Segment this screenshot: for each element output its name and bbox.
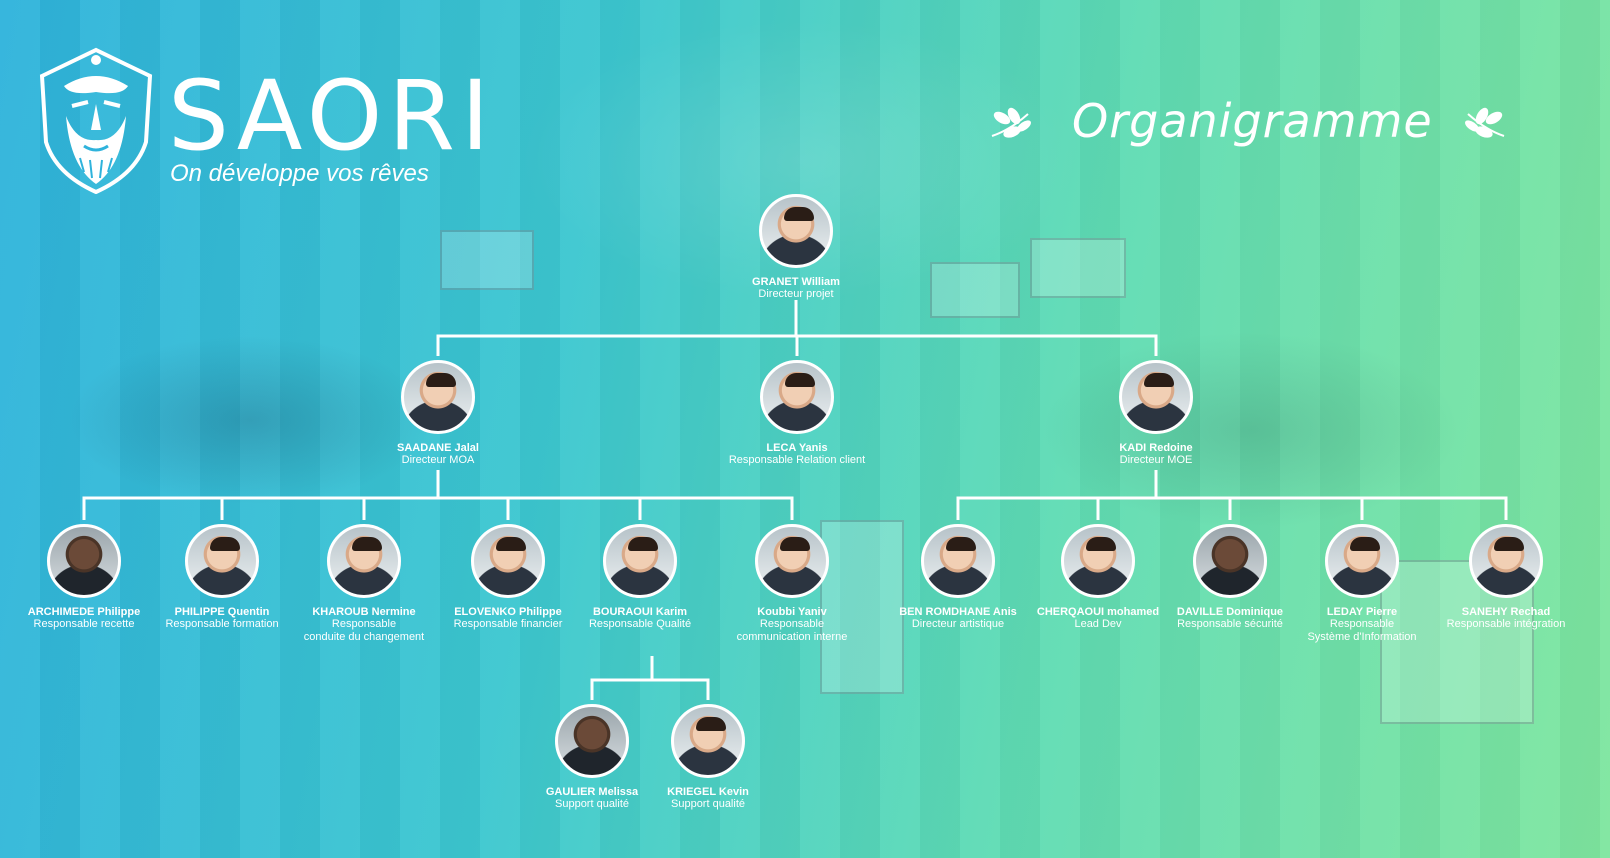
background-monitor	[930, 262, 1020, 318]
background-monitor	[1030, 238, 1126, 298]
person-role: Responsable intégration	[1446, 618, 1566, 630]
person-role: Responsable sécurité	[1177, 618, 1283, 630]
page-title: Organigramme	[1072, 94, 1433, 148]
person-role: Responsable	[331, 618, 397, 630]
person-role: Support qualité	[555, 798, 629, 810]
person-role: Responsable	[1329, 618, 1395, 630]
avatar	[603, 524, 677, 598]
org-node-granet: GRANET William Directeur projet	[706, 194, 886, 301]
org-node-leday: LEDAY Pierre Responsable Système d'Infor…	[1272, 524, 1452, 644]
avatar	[185, 524, 259, 598]
person-role: Responsable Relation client	[728, 454, 866, 466]
person-name: KADI Redoine	[1119, 442, 1193, 454]
org-node-saadane: SAADANE Jalal Directeur MOA	[348, 360, 528, 467]
person-name: GRANET William	[752, 276, 840, 288]
org-node-elovenko: ELOVENKO Philippe Responsable financier	[418, 524, 598, 631]
org-node-cherqaoui: CHERQAOUI mohamed Lead Dev	[1008, 524, 1188, 631]
avatar	[555, 704, 629, 778]
avatar	[1193, 524, 1267, 598]
org-node-kriegel: KRIEGEL Kevin Support qualité	[618, 704, 798, 811]
person-role-line2: Système d'Information	[1307, 631, 1417, 643]
person-role: Responsable financier	[453, 618, 563, 630]
avatar	[759, 194, 833, 268]
person-name: GAULIER Melissa	[545, 786, 639, 798]
org-node-daville: DAVILLE Dominique Responsable sécurité	[1140, 524, 1320, 631]
org-node-archimede: ARCHIMEDE Philippe Responsable recette	[0, 524, 174, 631]
brand-name: SAORI	[168, 60, 496, 172]
person-role: Directeur MOA	[401, 454, 475, 466]
person-name: CHERQAOUI mohamed	[1036, 606, 1160, 618]
person-role: Responsable formation	[165, 618, 279, 630]
person-role-line2: conduite du changement	[303, 631, 425, 643]
avatar	[1325, 524, 1399, 598]
person-name: ARCHIMEDE Philippe	[27, 606, 141, 618]
org-node-sanehy: SANEHY Rechad Responsable intégration	[1416, 524, 1596, 631]
avatar	[755, 524, 829, 598]
avatar	[1119, 360, 1193, 434]
laurel-icon	[991, 107, 1031, 138]
avatar	[401, 360, 475, 434]
person-name: LECA Yanis	[766, 442, 828, 454]
person-name: SANEHY Rechad	[1461, 606, 1551, 618]
person-role: Responsable recette	[33, 618, 135, 630]
avatar	[671, 704, 745, 778]
person-name: DAVILLE Dominique	[1176, 606, 1284, 618]
person-role: Lead Dev	[1074, 618, 1122, 630]
person-name: Koubbi Yaniv	[757, 606, 827, 618]
org-node-kadi: KADI Redoine Directeur MOE	[1066, 360, 1246, 467]
person-name: KRIEGEL Kevin	[667, 786, 749, 798]
org-node-philippe: PHILIPPE Quentin Responsable formation	[132, 524, 312, 631]
avatar	[760, 360, 834, 434]
person-role: Directeur artistique	[911, 618, 1005, 630]
org-node-bouraoui: BOURAOUI Karim Responsable Qualité	[550, 524, 730, 631]
org-node-kharoub: KHAROUB Nermine Responsable conduite du …	[274, 524, 454, 644]
person-name: KHAROUB Nermine	[312, 606, 416, 618]
person-role: Support qualité	[671, 798, 745, 810]
avatar	[1061, 524, 1135, 598]
person-role: Directeur projet	[758, 288, 834, 300]
person-role: Responsable Qualité	[588, 618, 692, 630]
person-name: BEN ROMDHANE Anis	[899, 606, 1017, 618]
avatar	[471, 524, 545, 598]
background-monitor	[820, 520, 904, 694]
person-name: LEDAY Pierre	[1326, 606, 1398, 618]
laurel-icon	[1465, 107, 1505, 138]
org-node-koubbi: Koubbi Yaniv Responsable communication i…	[702, 524, 882, 644]
avatar	[921, 524, 995, 598]
brand-tagline: On développe vos rêves	[170, 160, 429, 187]
person-name: PHILIPPE Quentin	[174, 606, 270, 618]
avatar	[327, 524, 401, 598]
person-name: BOURAOUI Karim	[592, 606, 688, 618]
background-monitor	[440, 230, 534, 290]
person-name: SAADANE Jalal	[397, 442, 479, 454]
zeus-face-shield-icon	[39, 47, 153, 194]
avatar	[47, 524, 121, 598]
person-role: Directeur MOE	[1119, 454, 1193, 466]
org-node-benromdhane: BEN ROMDHANE Anis Directeur artistique	[868, 524, 1048, 631]
avatar	[1469, 524, 1543, 598]
org-node-gaulier: GAULIER Melissa Support qualité	[502, 704, 682, 811]
person-role-line2: communication interne	[736, 631, 848, 643]
person-name: ELOVENKO Philippe	[454, 606, 562, 618]
person-role: Responsable	[759, 618, 825, 630]
org-node-leca: LECA Yanis Responsable Relation client	[707, 360, 887, 467]
